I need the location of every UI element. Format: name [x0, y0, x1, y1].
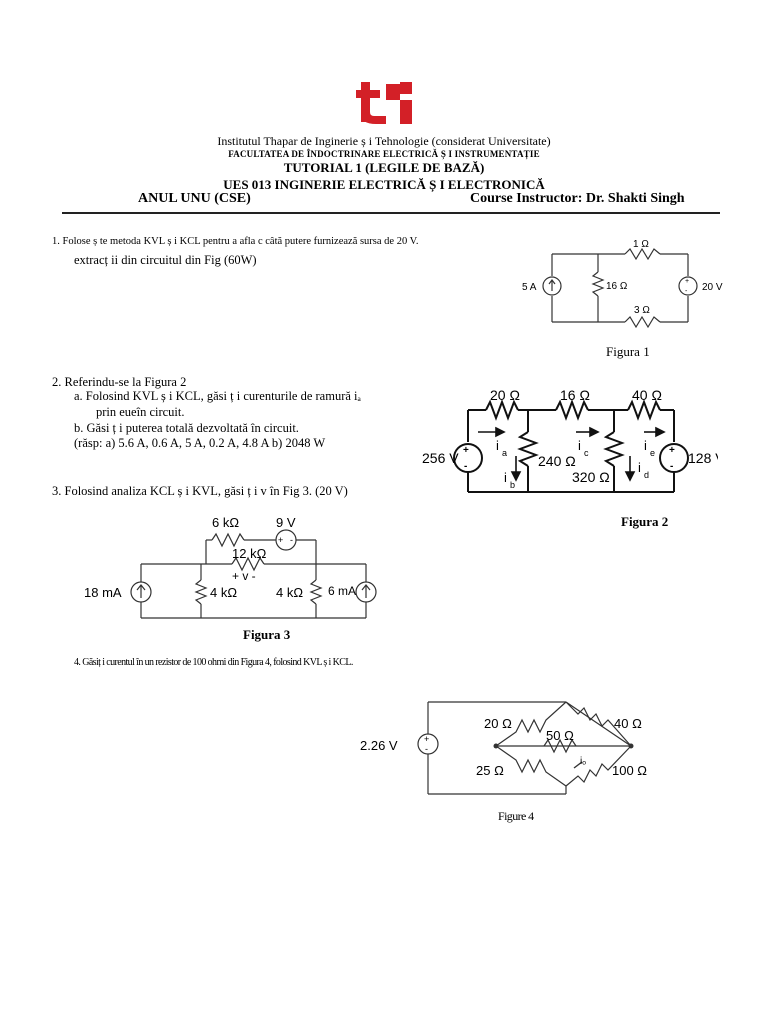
fig3-v1-plus: +	[278, 535, 283, 545]
course-title: UES 013 INGINERIE ELECTRICĂ Ș I ELECTRON…	[223, 177, 545, 192]
figure-2-caption: Figura 2	[621, 514, 669, 529]
fig1-voltage-source-label: 20 V	[702, 282, 723, 293]
fig3-r4-label: 4 kΩ	[276, 585, 303, 600]
fig3-r3-label: 4 kΩ	[210, 585, 237, 600]
question-4: 4. Găsiț i curentul în un rezistor de 10…	[74, 657, 353, 668]
fig2-v2-minus: -	[670, 461, 673, 472]
fig1-minus: -	[685, 288, 688, 295]
question-2-answer: (răsp: a) 5.6 A, 0.6 A, 5 A, 0.2 A, 4.8 …	[74, 436, 326, 450]
fig4-r1-label: 20 Ω	[484, 716, 512, 731]
fig2-r1-label: 20 Ω	[490, 387, 520, 403]
fig3-v-label: + v -	[232, 569, 256, 583]
fig2-r4-label: 240 Ω	[538, 453, 576, 469]
fig2-ie-i: i	[644, 438, 647, 453]
fig1-r1-label: 1 Ω	[633, 239, 649, 250]
fig2-ia-i: i	[496, 438, 499, 453]
year-label: ANUL UNU (CSE)	[138, 191, 251, 206]
fig2-v1-minus: -	[464, 461, 467, 472]
figure-1-caption: Figura 1	[606, 344, 650, 359]
institute-name: Institutul Thapar de Inginerie ș i Tehno…	[217, 134, 551, 148]
question-2-part-a: a. Folosind KVL ș i KCL, găsi ț i curent…	[74, 389, 361, 403]
fig2-r3-label: 40 Ω	[632, 387, 662, 403]
figure-1-circuit: + - 1 Ω 16 Ω 3 Ω 5 A 20 V	[522, 239, 723, 329]
fig2-v2-plus: +	[669, 445, 675, 456]
fig2-ic-sub: c	[584, 448, 589, 458]
fig3-r2-label: 12 kΩ	[232, 546, 267, 561]
fig4-v-minus: -	[425, 744, 428, 754]
tutorial-title: TUTORIAL 1 (LEGILE DE BAZĂ)	[283, 160, 485, 175]
fig2-id-i: i	[638, 460, 641, 475]
question-2-line-1: 2. Referindu-se la Figura 2	[52, 375, 187, 389]
fig2-ib-i: i	[504, 470, 507, 485]
figure-4-circuit: + - 2.26 V 20 Ω 40 Ω 50 Ω 25 Ω 100 Ω iₒ	[360, 701, 647, 795]
figure-3-circuit: + - 6 kΩ 9 V 12 kΩ + v - 4 kΩ 4 kΩ 18 mA…	[84, 515, 377, 619]
fig4-v-plus: +	[424, 734, 429, 744]
question-2-part-a-cont: prin eueîn circuit.	[96, 405, 185, 419]
fig2-v1-plus: +	[463, 445, 469, 456]
fig3-i1-label: 18 mA	[84, 585, 122, 600]
fig1-r2-label: 16 Ω	[606, 281, 628, 292]
fig3-v1-label: 9 V	[276, 515, 296, 530]
fig1-current-source-label: 5 A	[522, 282, 537, 293]
question-1-line-2: extracț ii din circuitul din Fig (60W)	[74, 253, 257, 267]
fig4-r2-label: 40 Ω	[614, 716, 642, 731]
fig2-v2-label: 128 V	[688, 450, 718, 466]
fig2-r5-label: 320 Ω	[572, 469, 610, 485]
fig2-ie-sub: e	[650, 448, 655, 458]
fig1-plus: +	[685, 278, 689, 285]
fig4-v-label: 2.26 V	[360, 738, 398, 753]
figure-2-circuit: + - + - 20 Ω 16 Ω 40 Ω 240 Ω 320 Ω 256 V…	[422, 387, 718, 493]
fig4-r4-label: 25 Ω	[476, 763, 504, 778]
fig2-ia-sub: a	[502, 448, 507, 458]
header-rule	[62, 212, 720, 214]
faculty-name: FACULTATEA DE ÎNDOCTRINARE ELECTRICĂ Ș I…	[228, 149, 540, 159]
fig1-r3-label: 3 Ω	[634, 305, 650, 316]
fig4-r3-label: 50 Ω	[546, 728, 574, 743]
fig4-io-arrow	[573, 761, 583, 769]
fig4-io-label: iₒ	[580, 756, 586, 767]
question-1-line-1: 1. Folose ș te metoda KVL ș i KCL pentru…	[52, 236, 419, 247]
fig3-i2-label: 6 mA	[328, 584, 356, 598]
fig3-v1-minus: -	[290, 535, 293, 545]
figure-4-caption: Figure 4	[498, 809, 534, 823]
fig2-ic-i: i	[578, 438, 581, 453]
institute-logo	[356, 82, 412, 124]
instructor-label: Course Instructor: Dr. Shakti Singh	[470, 191, 685, 206]
fig2-ib-sub: b	[510, 480, 515, 490]
fig2-v1-label: 256 V	[422, 450, 459, 466]
figure-3-caption: Figura 3	[243, 627, 291, 642]
fig4-r5-label: 100 Ω	[612, 763, 647, 778]
question-3: 3. Folosind analiza KCL ș i KVL, găsi ț …	[52, 484, 348, 498]
fig3-r1-label: 6 kΩ	[212, 515, 239, 530]
fig2-r2-label: 16 Ω	[560, 387, 590, 403]
fig2-id-sub: d	[644, 470, 649, 480]
question-2-part-b: b. Găsi ț i puterea totală dezvoltată în…	[74, 421, 299, 435]
